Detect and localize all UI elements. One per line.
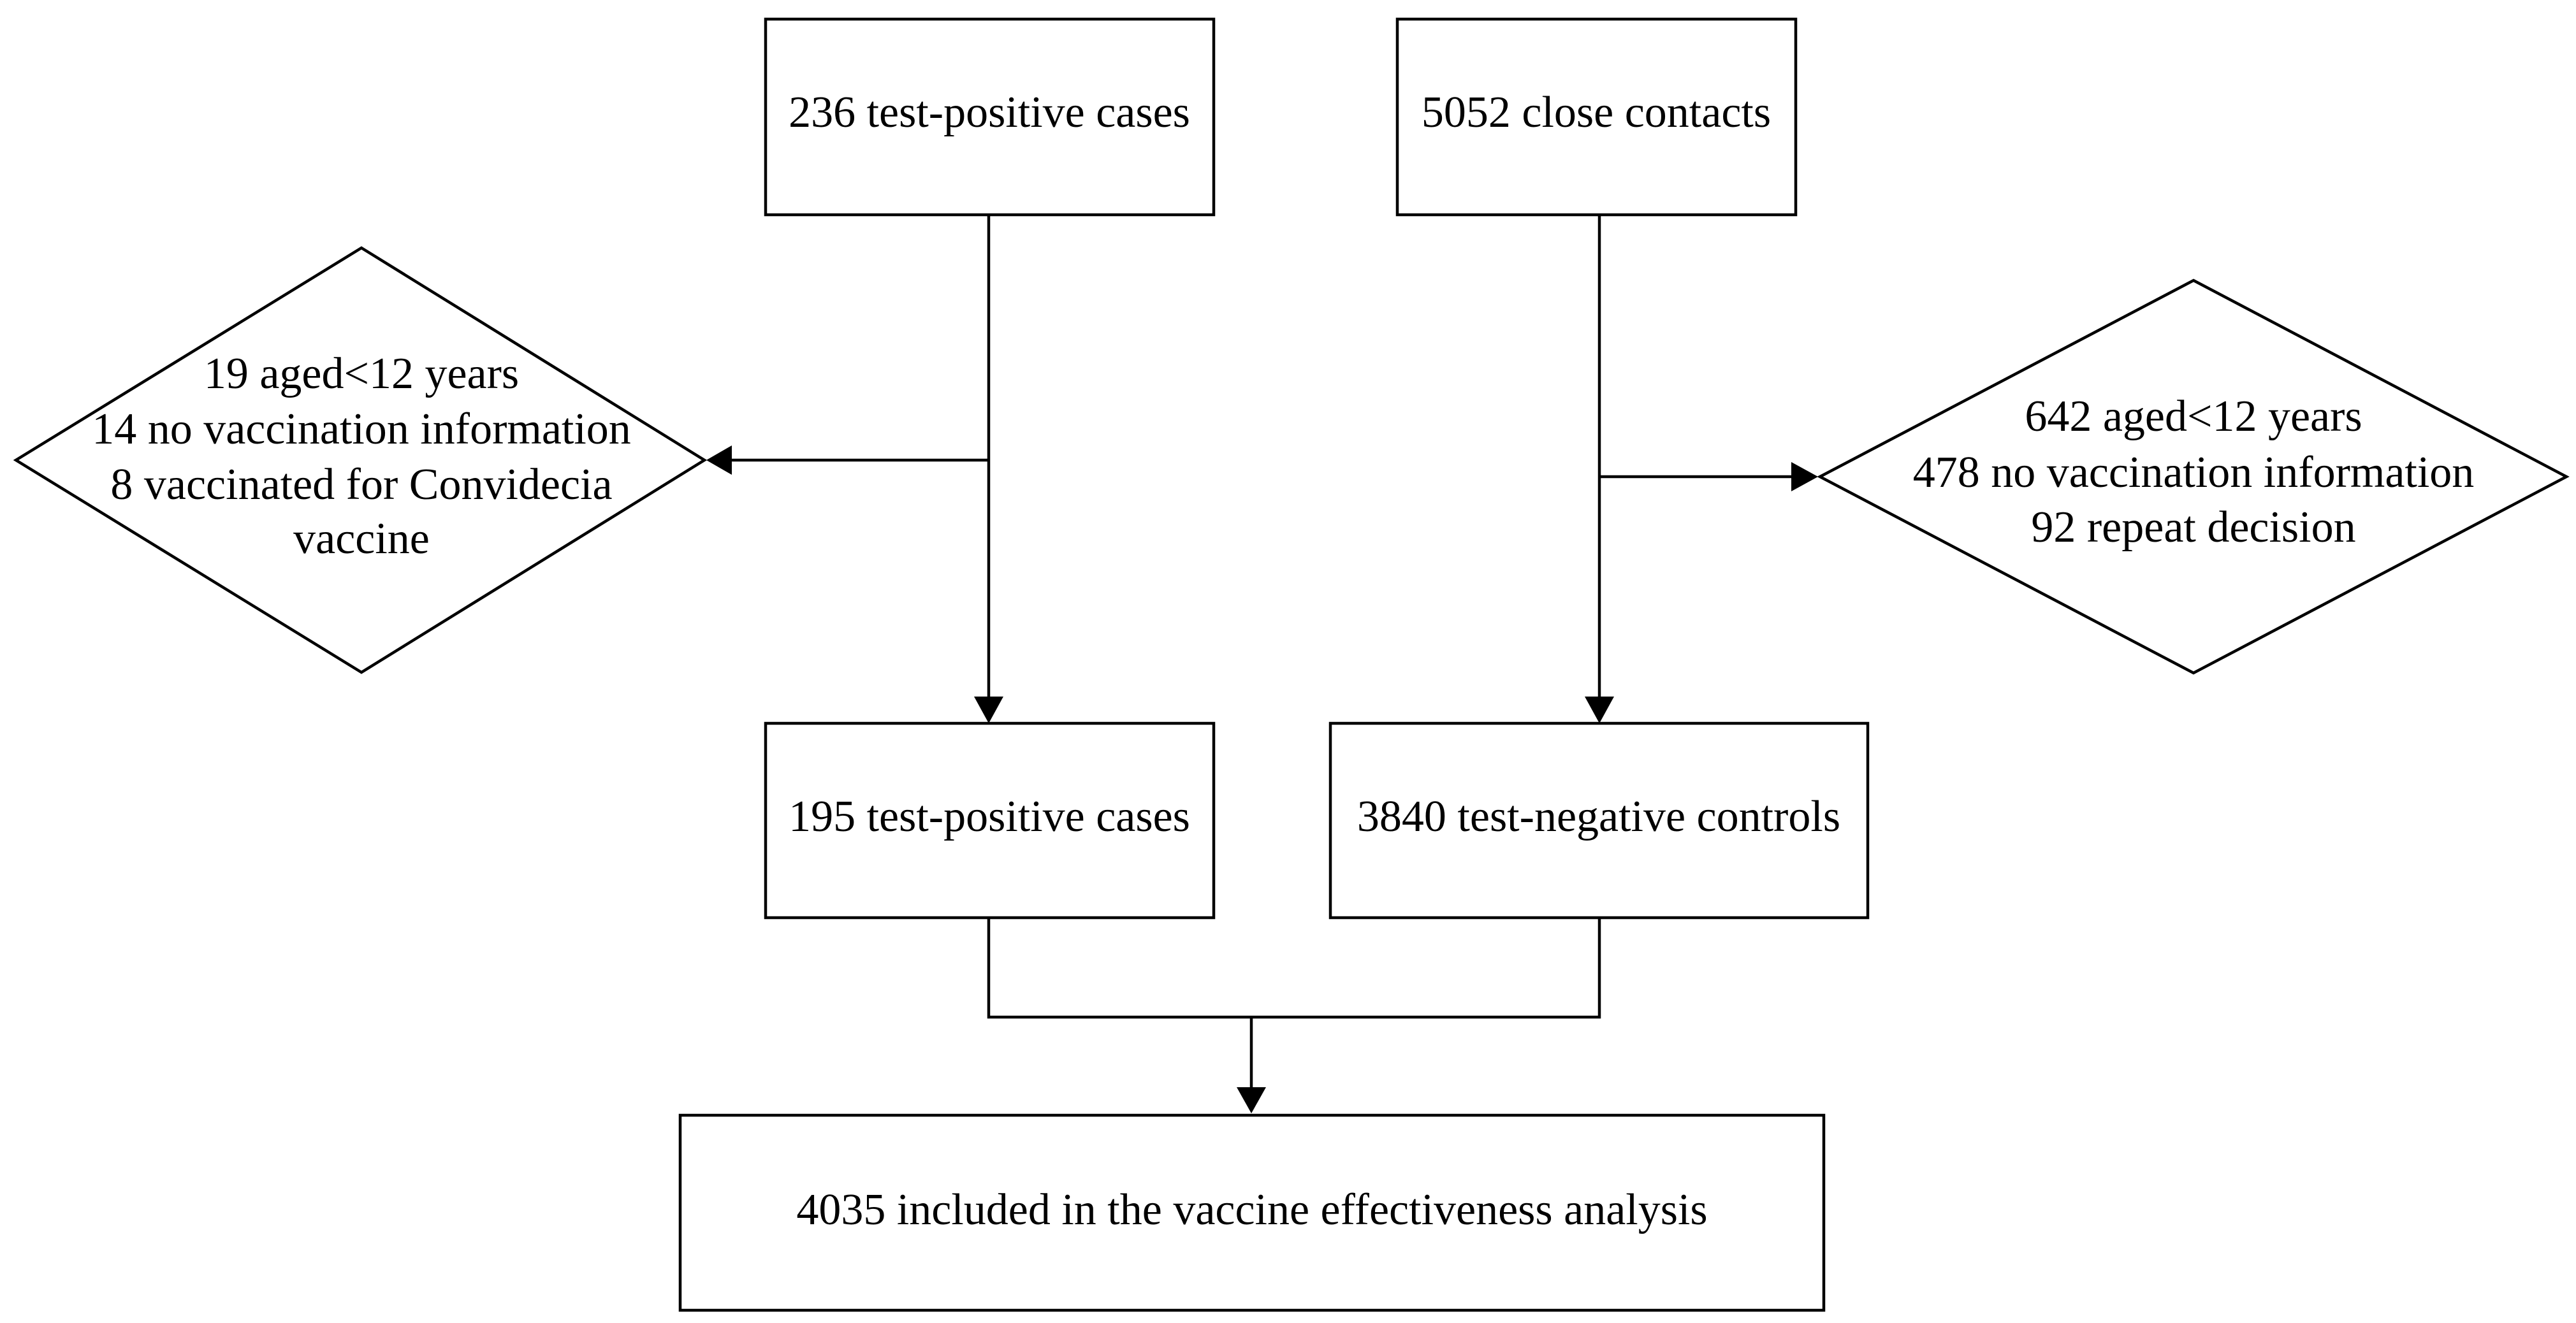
exclusion-cases-line-1: 19 aged<12 years [204,349,519,398]
edge-merge [987,918,1601,1019]
box-negative-controls: 3840 test-negative controls [1328,721,1870,920]
box-positive-cases-initial: 236 test-positive cases [764,17,1216,217]
arrowhead-contacts-final [1585,697,1614,723]
box-positive-cases-initial-label: 236 test-positive cases [789,88,1190,137]
arrowhead-cases-final [974,697,1003,723]
box-close-contacts: 5052 close contacts [1395,17,1798,217]
exclusion-cases-line-2: 14 no vaccination information [92,405,631,454]
box-analysis-total: 4035 included in the vaccine effectivene… [678,1113,1826,1312]
exclusion-cases-line-3: 8 vaccinated for Convidecia [110,460,612,509]
box-positive-cases-final: 195 test-positive cases [764,721,1216,920]
arrowhead-analysis [1237,1087,1266,1113]
box-negative-controls-label: 3840 test-negative controls [1357,792,1840,841]
arrowhead-cases-exclusion [706,445,732,475]
exclusion-contacts-line-1: 642 aged<12 years [2025,392,2362,441]
exclusion-diamond-contacts: 642 aged<12 years 478 no vaccination inf… [1817,278,2570,675]
exclusion-diamond-cases: 19 aged<12 years 14 no vaccination infor… [13,246,708,674]
arrowhead-contacts-exclusion [1791,462,1818,491]
box-positive-cases-final-label: 195 test-positive cases [789,792,1190,841]
box-close-contacts-label: 5052 close contacts [1422,88,1771,137]
exclusion-contacts-line-2: 478 no vaccination information [1913,448,2475,497]
exclusion-contacts-line-3: 92 repeat decision [2031,503,2355,552]
exclusion-cases-line-4: vaccine [293,514,430,563]
box-analysis-total-label: 4035 included in the vaccine effectivene… [796,1185,1707,1234]
